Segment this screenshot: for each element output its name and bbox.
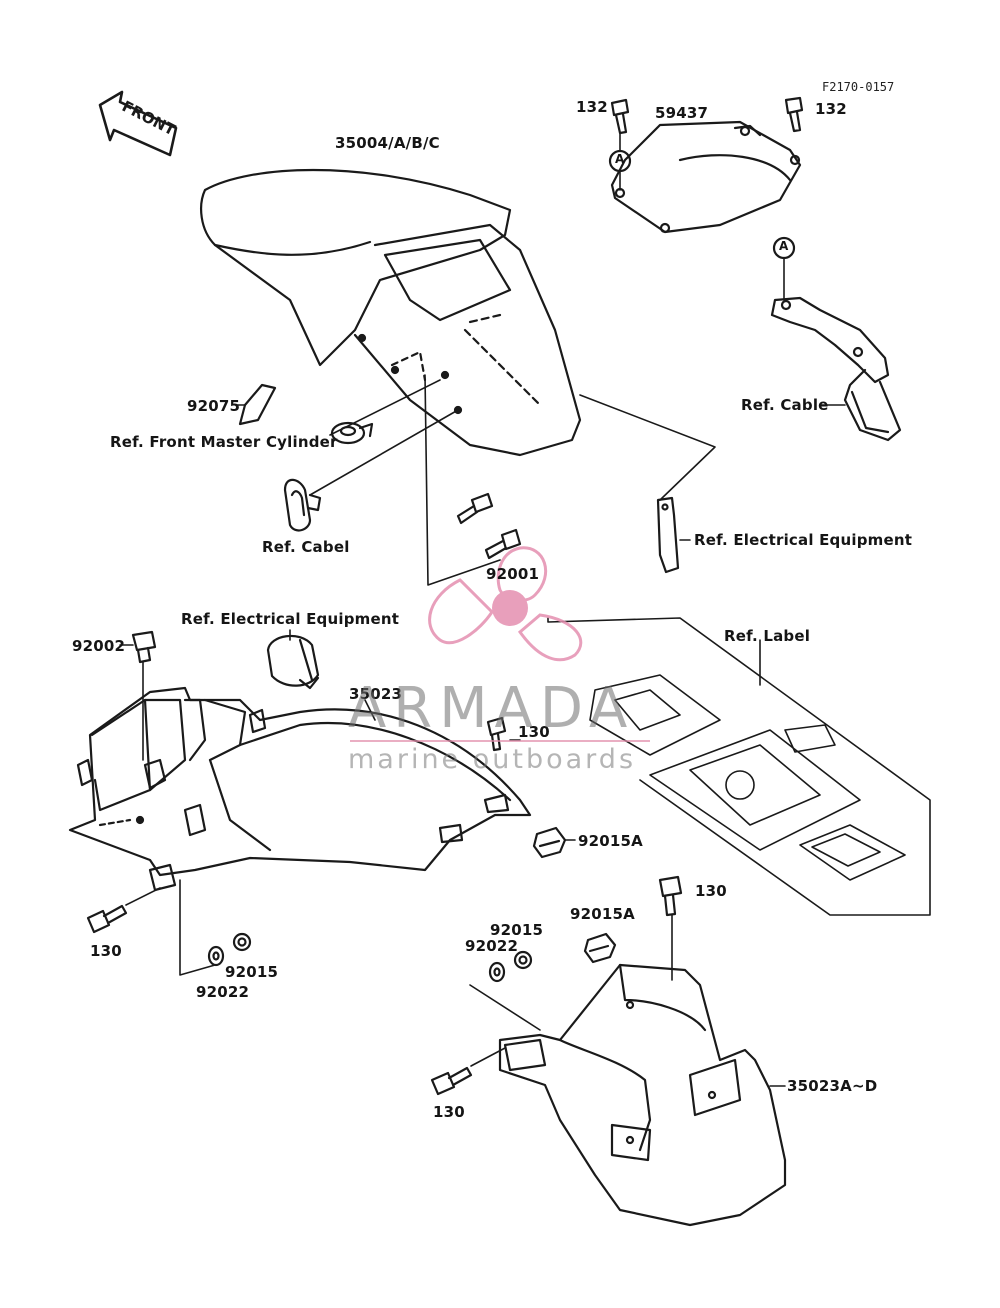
- washer-92022-a-icon: [207, 945, 225, 967]
- nut-92015a-a-icon: [532, 826, 567, 859]
- bolt-130-c-icon: [658, 875, 683, 917]
- leader-lines-front: [309, 374, 716, 586]
- front-arrow-icon: FRONT: [98, 90, 179, 157]
- bolt-130-b-icon: [86, 904, 128, 934]
- armada-propeller-logo-icon: [428, 546, 583, 662]
- nut-92015a-b-icon: [583, 932, 617, 964]
- label-bolt-132-right: 132: [815, 100, 847, 118]
- bolt-132-right-icon: [784, 96, 804, 133]
- circle-a-top-icon: [608, 149, 632, 173]
- label-nut-92015a-b: 92015A: [570, 905, 635, 923]
- label-circle-a-bracket: A: [779, 239, 789, 253]
- electrical-equipment-bracket-shape: [656, 496, 680, 574]
- label-ref-electrical-left: Ref. Electrical Equipment: [181, 610, 400, 628]
- watermark-rule: [350, 740, 650, 742]
- rear-fender-shape: [68, 686, 532, 892]
- label-sticker-upper: [589, 674, 721, 756]
- label-group-frame: [547, 617, 931, 916]
- label-bolt-130-b: 130: [90, 942, 122, 960]
- bolt-92002-icon: [131, 630, 157, 664]
- label-bolt-92001: 92001: [486, 565, 540, 583]
- label-pad-92075: 92075: [187, 397, 241, 415]
- bolt-130-d-icon: [430, 1066, 473, 1096]
- watermark-brand: ARMADA: [348, 676, 635, 741]
- label-nut-92015a-a: 92015A: [578, 832, 643, 850]
- label-sticker-bottom: [799, 824, 906, 881]
- electrical-equipment-clamp-icon: [266, 634, 320, 690]
- label-bolt-130-d: 130: [433, 1103, 465, 1121]
- cable-grommet-icon: [283, 478, 322, 532]
- label-sticker-small: [784, 724, 836, 753]
- label-ref-front-master-cylinder: Ref. Front Master Cylinder: [110, 433, 338, 451]
- washer-92015-b-icon: [513, 950, 533, 970]
- watermark-tagline: marine outboards: [348, 744, 637, 775]
- label-bolt-130-c: 130: [695, 882, 727, 900]
- pad-92075-shape: [238, 383, 277, 426]
- cover-shape: [610, 120, 802, 234]
- master-cylinder-clip-icon: [330, 421, 374, 445]
- label-circle-a-top: A: [615, 152, 625, 166]
- label-bolt-132-left: 132: [576, 98, 608, 116]
- washer-92015-a-icon: [232, 932, 252, 952]
- label-ref-cabel: Ref. Cabel: [262, 538, 350, 556]
- cable-bracket-shape: [770, 296, 902, 442]
- label-ref-cable: Ref. Cable: [741, 396, 829, 414]
- label-sticker-main: [649, 729, 861, 851]
- bolt-screw-upper-icon: [456, 492, 494, 525]
- figure-code: F2170-0157: [822, 80, 895, 94]
- label-ref-label: Ref. Label: [724, 627, 811, 645]
- label-washer-92015-b: 92015: [490, 921, 544, 939]
- label-rear-fender: 35023: [349, 685, 403, 703]
- label-ref-electrical-right: Ref. Electrical Equipment: [694, 531, 913, 549]
- front-fender-shape: [200, 168, 582, 457]
- bolt-132-left-icon: [610, 98, 630, 135]
- label-washer-92015-a: 92015: [225, 963, 279, 981]
- label-rear-flap: 35023A~D: [787, 1077, 878, 1095]
- label-cover: 59437: [655, 104, 709, 122]
- label-washer-92022-a: 92022: [196, 983, 250, 1001]
- label-bolt-92002: 92002: [72, 637, 126, 655]
- rear-flap-shape: [498, 963, 787, 1227]
- label-washer-92022-b: 92022: [465, 937, 519, 955]
- label-front-fender: 35004/A/B/C: [335, 134, 440, 152]
- washer-92022-b-icon: [488, 961, 506, 983]
- label-bolt-130-a: 130: [518, 723, 550, 741]
- bolt-92001-icon: [484, 528, 522, 560]
